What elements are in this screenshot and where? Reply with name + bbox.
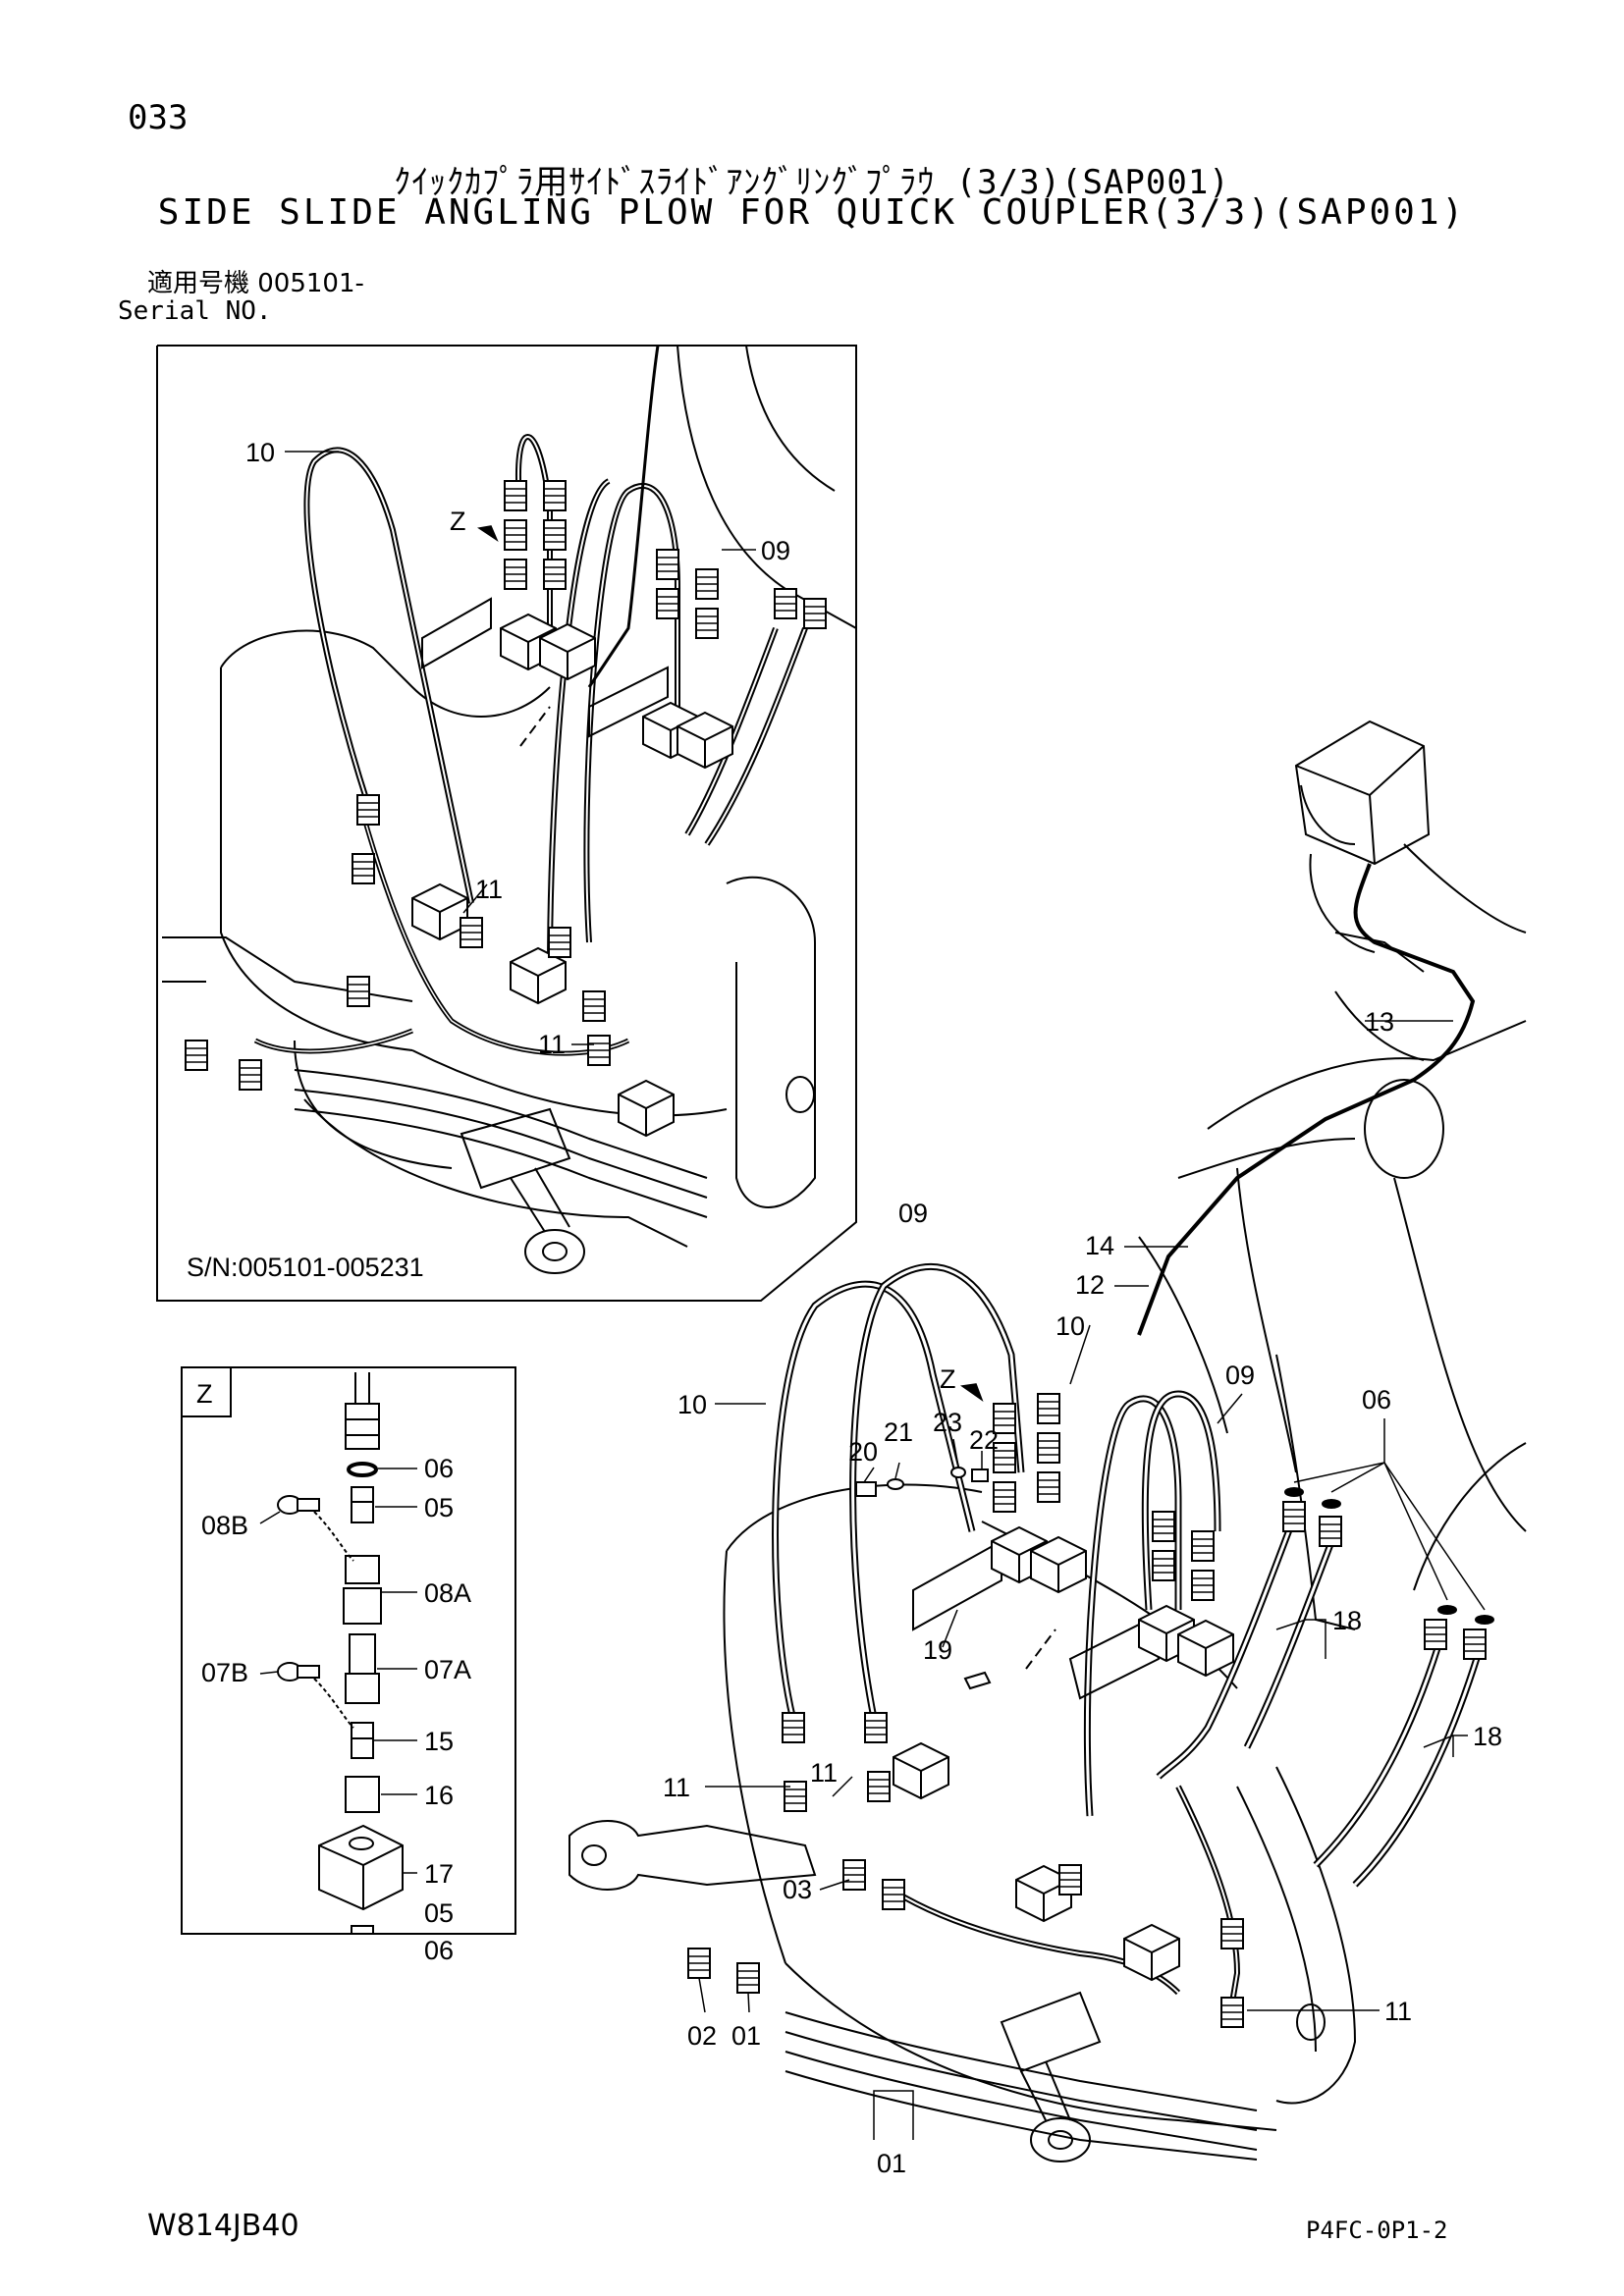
- main-label-22: 22: [969, 1425, 999, 1455]
- detail-z-title: Z: [196, 1379, 213, 1409]
- main-label-11a: 11: [810, 1758, 838, 1788]
- title-english: SIDE SLIDE ANGLING PLOW FOR QUICK COUPLE…: [157, 192, 1467, 233]
- inset-top-label-11b: 11: [538, 1030, 566, 1059]
- detail-z-label-05b: 05: [424, 1898, 454, 1928]
- main-label-z: Z: [940, 1364, 956, 1394]
- main-label-18a: 18: [1332, 1606, 1362, 1635]
- detail-z-leaders: [259, 1468, 417, 1874]
- main-label-20: 20: [848, 1437, 878, 1467]
- main-label-11c: 11: [1384, 1997, 1412, 2026]
- footer-page-code: P4FC-0P1-2: [1306, 2216, 1448, 2244]
- detail-z-exploded-parts: [318, 1372, 404, 1935]
- main-label-09-top: 09: [898, 1199, 928, 1228]
- detail-z-frame: [181, 1366, 516, 1935]
- page-number: 033: [128, 98, 189, 137]
- main-label-21: 21: [884, 1417, 913, 1447]
- main-label-14: 14: [1085, 1231, 1114, 1260]
- detail-z-label-16: 16: [424, 1781, 454, 1810]
- detail-z-label-06b: 06: [424, 1936, 454, 1965]
- inset-top-frame: [156, 345, 857, 1302]
- main-view-small-parts: [855, 1467, 1494, 1690]
- main-label-19: 19: [923, 1635, 952, 1665]
- main-label-13: 13: [1365, 1007, 1394, 1037]
- footer-drawing-code: W814JB40: [147, 2209, 299, 2243]
- detail-z-label-05a: 05: [424, 1493, 454, 1522]
- inset-top-label-z: Z: [450, 507, 466, 536]
- main-label-01a: 01: [731, 2021, 761, 2051]
- serial-label-english: Serial NO.: [118, 296, 272, 326]
- detail-z-label-07a: 07A: [424, 1655, 471, 1684]
- detail-z-label-08a: 08A: [424, 1578, 471, 1608]
- detail-z-label-17: 17: [424, 1859, 454, 1889]
- inset-top-label-10: 10: [245, 438, 275, 467]
- detail-z-label-06a: 06: [424, 1454, 454, 1483]
- inset-top-label-09: 09: [761, 536, 790, 565]
- title-japanese: ｸｲｯｸｶﾌﾟﾗ用ｻｲﾄﾞｽﾗｲﾄﾞｱﾝｸﾞﾘﾝｸﾞﾌﾟﾗｳ (3/3)(SAP…: [394, 163, 1230, 202]
- inset-top-leaders: [285, 451, 756, 1045]
- main-label-09b: 09: [1225, 1361, 1255, 1390]
- serial-label-japanese: 適用号機 005101-: [147, 269, 364, 298]
- main-label-18b: 18: [1473, 1722, 1502, 1751]
- main-label-06: 06: [1362, 1385, 1391, 1415]
- main-label-10a: 10: [1056, 1311, 1085, 1341]
- main-view-leaders: [698, 1020, 1486, 2140]
- detail-z-label-15: 15: [424, 1727, 454, 1756]
- detail-z-caps: [277, 1495, 354, 1729]
- inset-top-serial-range: S/N:005101-005231: [187, 1253, 424, 1282]
- main-label-11b: 11: [663, 1773, 690, 1802]
- main-label-03: 03: [783, 1875, 812, 1904]
- main-label-10b: 10: [677, 1390, 707, 1419]
- inset-top-label-11a: 11: [475, 875, 503, 904]
- main-label-02: 02: [687, 2021, 717, 2051]
- main-label-01b: 01: [877, 2149, 906, 2178]
- detail-z-label-07b: 07B: [201, 1658, 248, 1687]
- main-label-12: 12: [1075, 1270, 1105, 1300]
- detail-z-label-08b: 08B: [201, 1511, 248, 1540]
- main-label-23: 23: [933, 1408, 962, 1437]
